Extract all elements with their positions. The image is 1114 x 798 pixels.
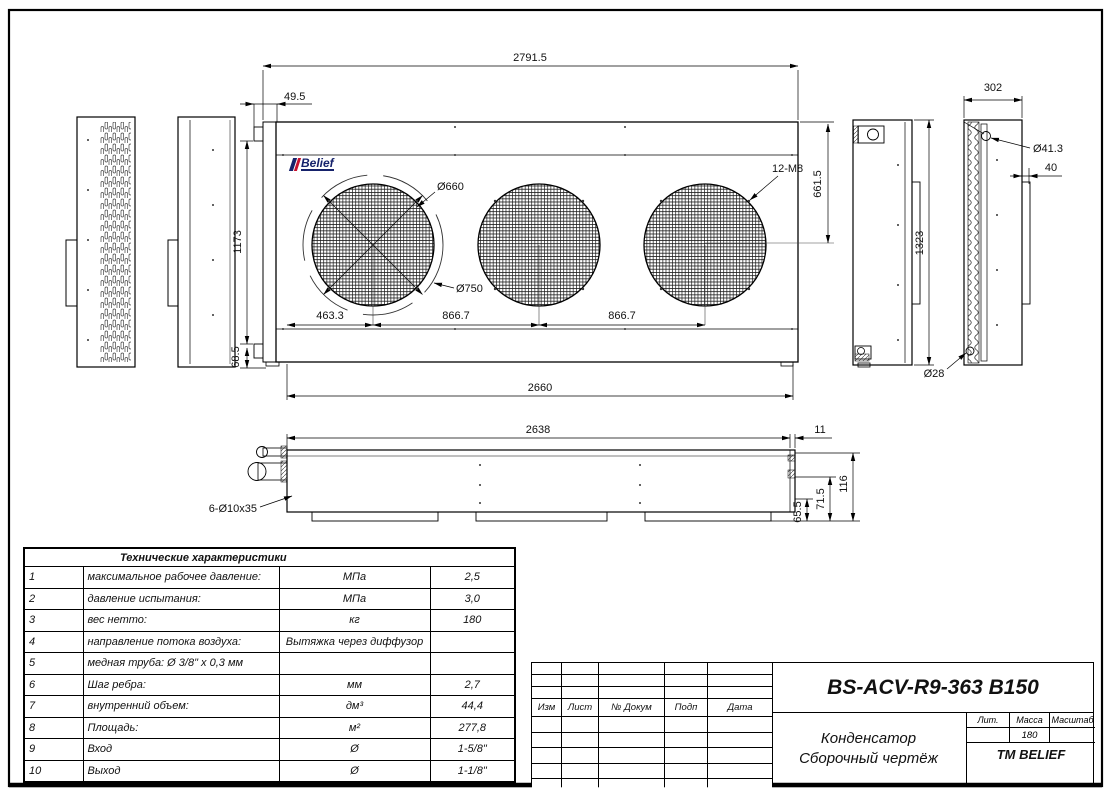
lit-label: Лит. (967, 713, 1009, 728)
dim-fan-ring: Ø750 (456, 283, 483, 295)
brand-name: TM BELIEF (996, 747, 1066, 762)
dim-pipe-hole: Ø28 (924, 368, 945, 380)
plan-view (247, 445, 796, 522)
dim-fan-pitch-b: 866.7 (608, 310, 636, 322)
front-view (253, 121, 834, 367)
dim-bolts: 12-M8 (772, 163, 803, 175)
part-name: Конденсатор Сборочный чертёж (772, 713, 965, 784)
spec-table-title: Технические характеристики (23, 547, 516, 567)
col-podp: Подп (665, 699, 707, 716)
dim-coil-height: 1173 (232, 230, 244, 254)
lit-mass-scale-grid: Лит. Масса Масштаб 180 TM BELIEF (966, 713, 1095, 784)
mass-value: 180 (1009, 728, 1049, 743)
col-dokum: № Докум (599, 699, 664, 716)
dim-plan-width: 2638 (526, 424, 550, 436)
col-izm: Изм (532, 699, 561, 716)
revision-grid: Изм Лист № Докум Подп Дата (532, 663, 773, 794)
front-dimension-labels: 2791.5 49.5 1173 68.5 661.5 12-M8 Ø660 Ø… (230, 52, 824, 394)
left-side-view (167, 116, 236, 368)
lit-value (967, 728, 1009, 743)
dim-overall-width: 2791.5 (513, 52, 547, 64)
mass-label: Масса (1009, 713, 1049, 728)
right-view-dimensions (914, 119, 934, 366)
dim-fan-center: 661.5 (812, 170, 824, 198)
coil-view-dimensions (946, 96, 1062, 370)
dim-plan-end-offset: 11 (814, 424, 825, 436)
doc-number: BS-ACV-R9-363 B150 (772, 663, 1094, 713)
dim-fan-grille: Ø660 (437, 181, 464, 193)
dim-fan1-offset: 463.3 (316, 310, 344, 322)
dim-mount-holes: 6-Ø10x35 (209, 503, 257, 515)
part-name-line1: Конденсатор (820, 729, 917, 747)
plan-dimensions (259, 434, 860, 522)
scale-value (1049, 728, 1095, 743)
fan-bolt-dots (327, 199, 751, 291)
rear-grille-view (65, 116, 136, 368)
dim-plan-depth-total: 116 (838, 475, 850, 493)
dim-fan-pitch-a: 866.7 (442, 310, 470, 322)
dim-hole-offset: 40 (1045, 162, 1057, 174)
part-name-line2: Сборочный чертёж (799, 749, 938, 767)
coil-section-view (963, 119, 1031, 366)
right-side-view (852, 119, 921, 368)
col-data: Дата (708, 699, 772, 716)
front-dimensions (240, 63, 834, 400)
dim-bottom-offset: 68.5 (230, 346, 242, 367)
dim-plan-depth-mid: 71.5 (815, 488, 827, 509)
title-block: Изм Лист № Докум Подп Дата BS-ACV-R9-363… (531, 662, 1095, 794)
dim-lifting-hole: Ø41.3 (1033, 143, 1063, 155)
dim-depth: 302 (984, 82, 1002, 94)
col-list: Лист (562, 699, 598, 716)
belief-logo: Belief (288, 155, 334, 172)
panel-bolt-dots (282, 126, 793, 330)
logo-text: Belief (301, 155, 334, 171)
scale-label: Масштаб (1049, 713, 1095, 728)
dim-base-width: 2660 (528, 382, 552, 394)
dim-overall-height: 1323 (914, 231, 926, 255)
dim-plan-depth-small: 65.5 (792, 501, 804, 522)
dim-top-offset: 49.5 (284, 91, 305, 103)
